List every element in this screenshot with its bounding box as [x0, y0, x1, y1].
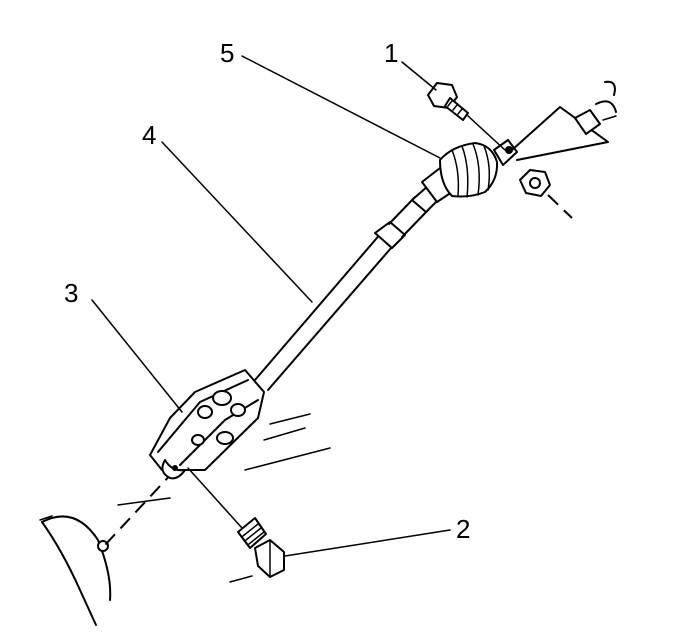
leader-1 [401, 61, 437, 91]
lower-coupling [149, 369, 265, 529]
bolt-2 [237, 517, 285, 578]
callout-4: 4 [142, 120, 156, 150]
leader-3 [91, 299, 183, 413]
callout-3: 3 [64, 278, 78, 308]
leader-2 [284, 529, 451, 557]
steering-column-stub [511, 80, 617, 161]
callout-5: 5 [220, 38, 234, 68]
nut [519, 169, 551, 197]
leader-4 [161, 141, 313, 303]
leader-5 [241, 55, 441, 159]
callout-2: 2 [456, 514, 470, 544]
bolt-1 [427, 82, 506, 151]
steering-gear-housing [39, 413, 331, 626]
intermediate-shaft [254, 185, 441, 391]
alignment-line-lower [104, 469, 176, 546]
alignment-line-upper [547, 194, 573, 219]
callout-1: 1 [384, 38, 398, 68]
upper-universal-joint [421, 139, 518, 203]
